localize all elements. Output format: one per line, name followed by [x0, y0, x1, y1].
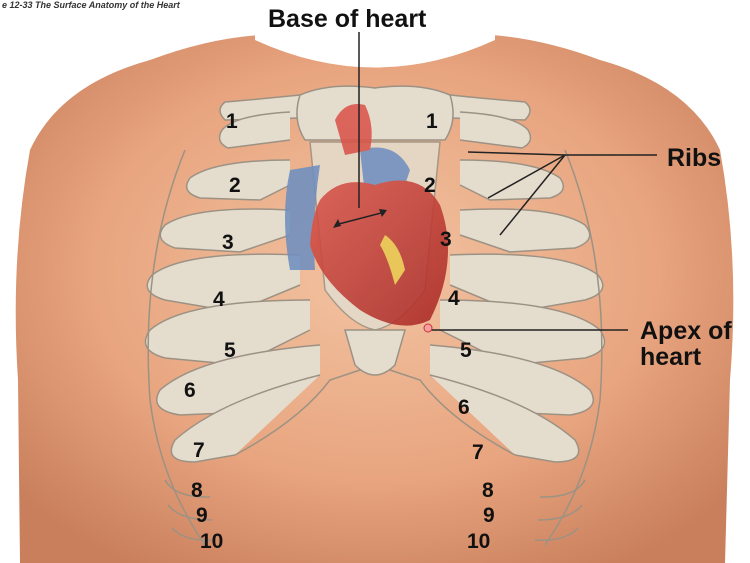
base-of-heart-label: Base of heart	[268, 6, 426, 32]
left-rib-number: 1	[226, 110, 238, 133]
left-rib-number: 10	[200, 530, 223, 553]
right-rib-number: 8	[482, 479, 494, 502]
right-rib-number: 6	[458, 396, 470, 419]
left-rib-number: 3	[222, 231, 234, 254]
right-rib-number: 4	[448, 287, 460, 310]
apex-point	[424, 324, 432, 332]
right-rib-number: 2	[424, 174, 436, 197]
right-rib-number: 7	[472, 441, 484, 464]
left-rib-number: 9	[196, 504, 208, 527]
ribs-label: Ribs	[667, 145, 721, 171]
right-rib-number: 10	[467, 530, 490, 553]
right-rib-number: 1	[426, 110, 438, 133]
right-rib-number: 9	[483, 504, 495, 527]
left-rib-number: 5	[224, 339, 236, 362]
left-rib-number: 2	[229, 174, 241, 197]
left-rib-number: 4	[213, 288, 225, 311]
apex-label-line-2: heart	[640, 344, 732, 370]
left-rib-number: 8	[191, 479, 203, 502]
left-rib-number: 6	[184, 379, 196, 402]
right-rib-number: 5	[460, 339, 472, 362]
left-rib-number: 7	[193, 439, 205, 462]
apex-of-heart-label: Apex of heart	[640, 318, 732, 371]
right-rib-number: 3	[440, 228, 452, 251]
apex-label-line-1: Apex of	[640, 318, 732, 344]
